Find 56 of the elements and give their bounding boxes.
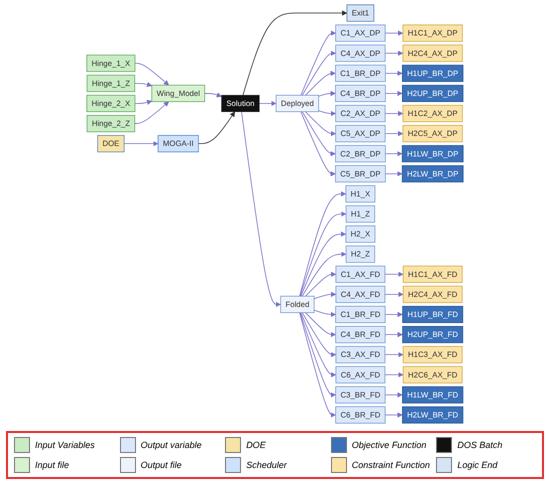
arrow xyxy=(299,191,346,297)
legend-label: Objective Function xyxy=(352,440,426,450)
arrow xyxy=(384,412,403,418)
arrow xyxy=(241,111,281,308)
arrow xyxy=(305,111,336,136)
arrow xyxy=(134,100,152,105)
legend-label: DOS Batch xyxy=(457,440,502,450)
arrow xyxy=(384,130,404,136)
arrow xyxy=(134,101,169,124)
arrow xyxy=(300,312,336,378)
legend-label: DOE xyxy=(246,440,266,450)
arrow xyxy=(384,110,404,116)
arrow xyxy=(258,100,276,106)
arrow xyxy=(302,312,336,358)
arrow xyxy=(300,30,336,96)
legend-label: Scheduler xyxy=(246,460,287,470)
arrow xyxy=(318,90,336,97)
arrow xyxy=(134,82,152,88)
legend-label: Output variable xyxy=(140,440,202,450)
arrow xyxy=(384,352,404,358)
legend-label: Constraint Function xyxy=(352,460,430,470)
arrow xyxy=(302,50,336,96)
arrow xyxy=(384,372,404,378)
arrow xyxy=(124,141,158,146)
arrow xyxy=(300,111,336,176)
arrow xyxy=(134,62,169,86)
arrow xyxy=(305,272,336,297)
arrow xyxy=(384,151,402,156)
arrow xyxy=(305,70,336,96)
arrow xyxy=(384,70,403,76)
arrow xyxy=(384,312,403,318)
arrow xyxy=(300,312,336,398)
arrow xyxy=(314,310,336,318)
arrow xyxy=(198,111,236,144)
arrow xyxy=(384,392,403,398)
arrow xyxy=(302,111,336,156)
legend-label: Input Variables xyxy=(35,440,95,450)
arrow xyxy=(299,312,336,418)
arrow xyxy=(314,292,336,300)
arrow xyxy=(384,292,404,298)
arrow xyxy=(384,30,404,36)
arrow xyxy=(384,171,402,176)
arrow xyxy=(384,90,403,96)
arrow xyxy=(302,252,346,297)
legend-label: Output file xyxy=(140,460,182,470)
arrow xyxy=(305,312,336,338)
arrow xyxy=(384,50,404,56)
arrow xyxy=(318,110,336,116)
legend-label: Logic End xyxy=(457,460,498,470)
arrow xyxy=(384,332,403,338)
arrow xyxy=(242,10,348,96)
legend-label: Input file xyxy=(35,460,70,470)
arrow xyxy=(300,231,346,297)
arrow xyxy=(204,92,222,98)
arrow xyxy=(384,272,404,277)
arrow xyxy=(300,211,346,297)
